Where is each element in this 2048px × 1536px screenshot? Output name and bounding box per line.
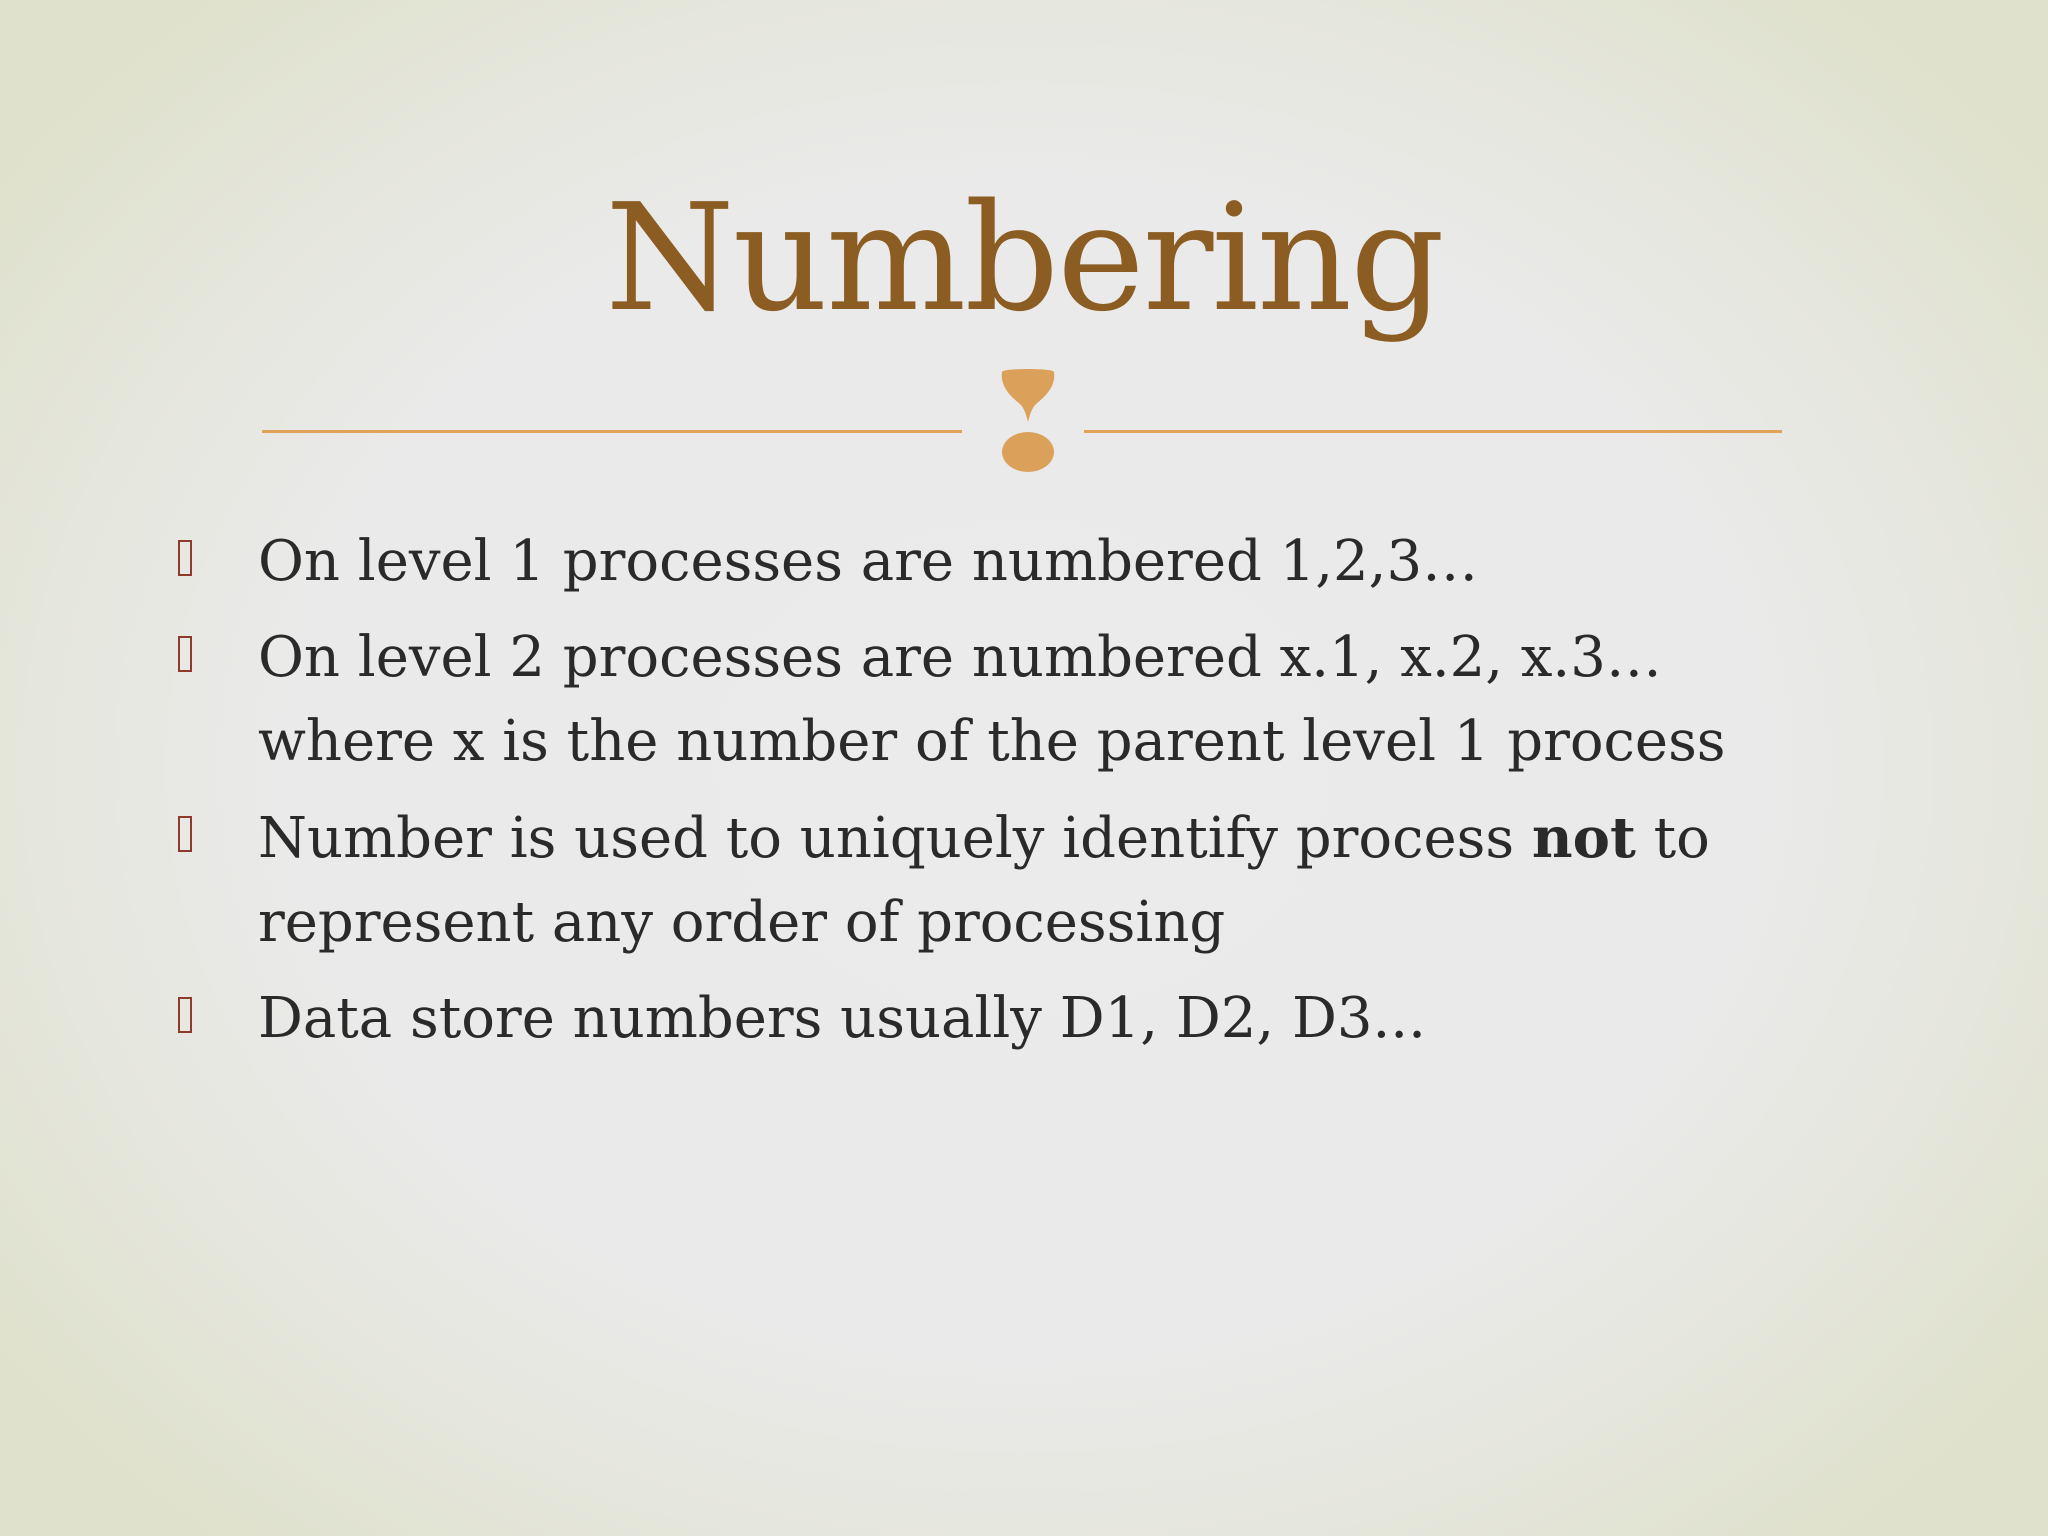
exclamation-ornament-icon [1001, 369, 1055, 472]
square-bullet-icon [178, 997, 192, 1033]
title-divider-right [1084, 430, 1782, 433]
bullet-item: Data store numbers usually D1, D2, D3... [0, 977, 1838, 1061]
bullet-text: On level 1 processes are numbered 1,2,3… [258, 529, 1479, 594]
square-bullet-icon [178, 636, 192, 672]
bullet-text-after: to represent any order of processing [258, 806, 1710, 955]
square-bullet-icon [178, 816, 192, 852]
bullet-item: Number is used to uniquely identify proc… [0, 796, 1838, 965]
bullet-item: On level 1 processes are numbered 1,2,3… [0, 520, 1838, 604]
bullet-text: On level 2 processes are numbered x.1, x… [258, 625, 1726, 774]
title-divider-left [262, 430, 962, 433]
square-bullet-icon [178, 540, 192, 576]
bullet-text: Data store numbers usually D1, D2, D3... [258, 986, 1426, 1051]
bullet-text-before: Number is used to uniquely identify proc… [258, 806, 1532, 871]
bullet-list: On level 1 processes are numbered 1,2,3…… [0, 520, 2048, 1073]
slide-title: Numbering [605, 172, 1445, 344]
bullet-item: On level 2 processes are numbered x.1, x… [0, 616, 1838, 784]
bullet-text-bold: not [1531, 805, 1636, 871]
